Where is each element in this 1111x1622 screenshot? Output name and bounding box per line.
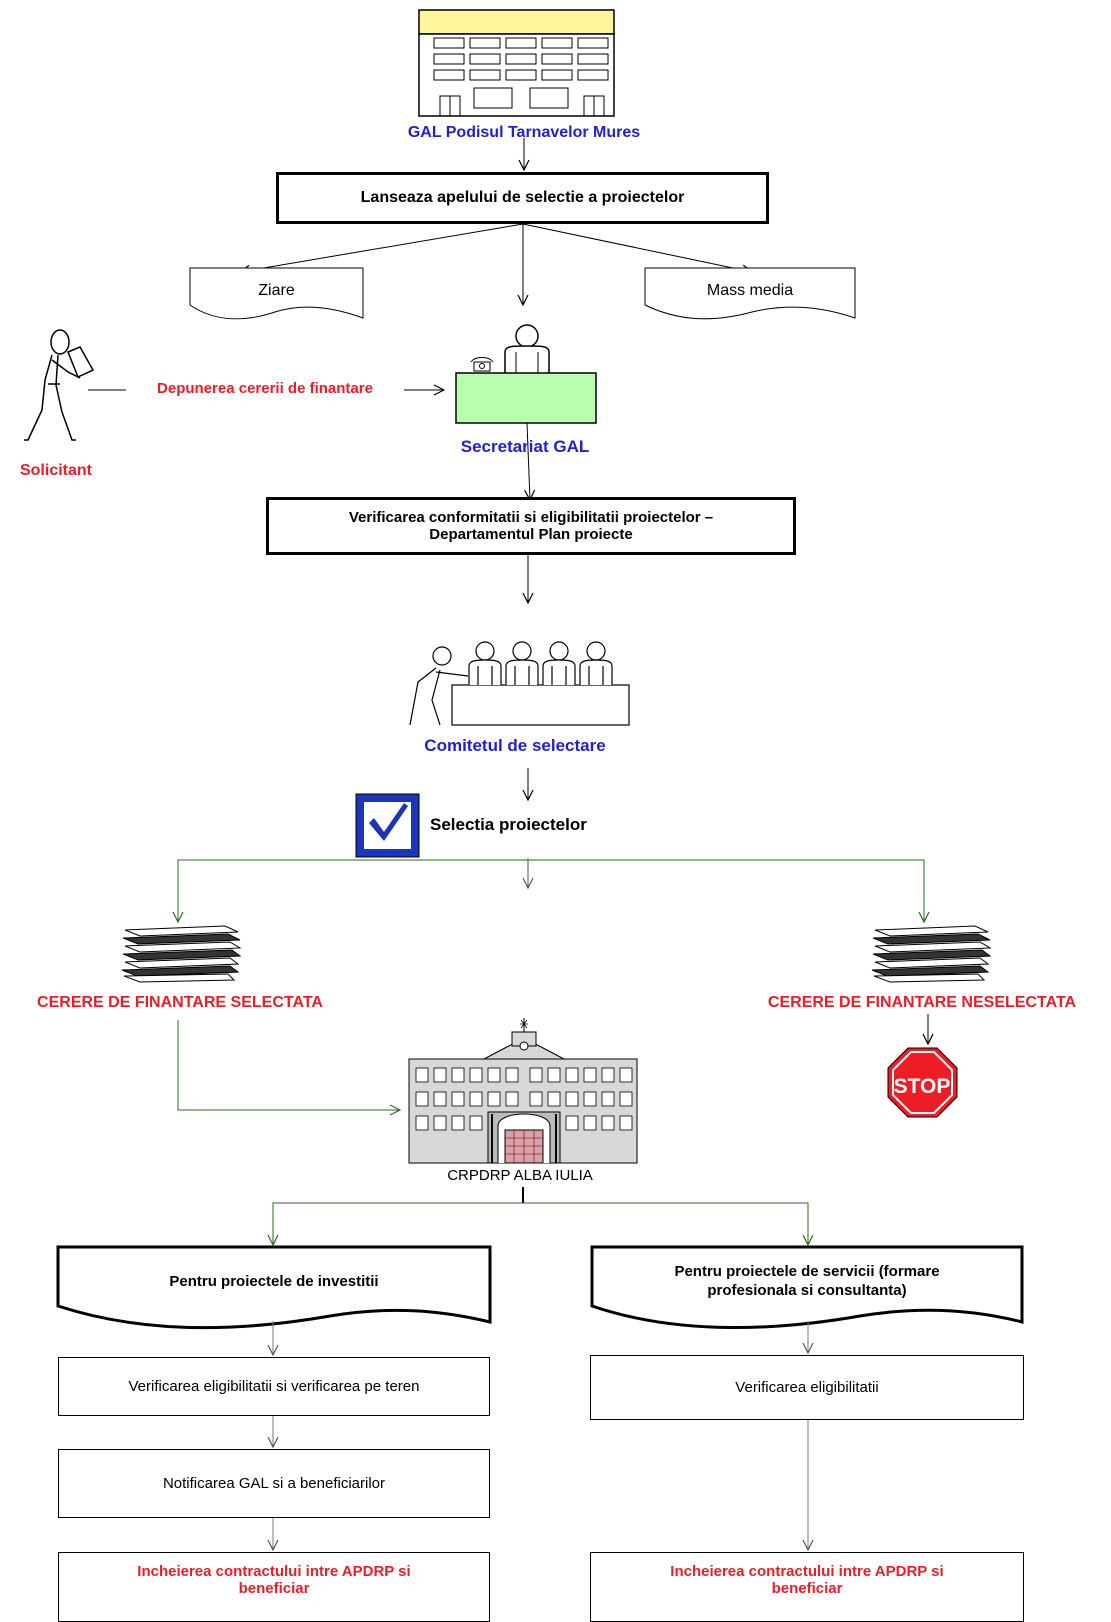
left-notification-box: Notificarea GAL si a beneficiarilor	[58, 1449, 490, 1518]
mass-media-document-shape	[644, 267, 856, 320]
right-contract-text-line2: beneficiar	[771, 1580, 843, 1597]
verification-text-line1: Verificarea conformitatii si eligibilita…	[348, 509, 714, 526]
crpdrp-label: CRPDRP ALBA IULIA	[447, 1167, 593, 1184]
gal-building-icon	[418, 9, 615, 117]
right-contract-text-line1: Incheierea contractului intre APDRP si	[670, 1563, 944, 1580]
mass-media-label: Mass media	[706, 282, 794, 299]
selected-to-crpdrp-connector	[177, 1020, 400, 1110]
verification-text-line2: Departamentul Plan proiecte	[429, 526, 633, 543]
fanout-connectors	[240, 223, 752, 305]
services-header-text-line1: Pentru proiectele de servicii (formare	[674, 1263, 940, 1280]
left-contract-box: Incheierea contractului intre APDRP si b…	[58, 1552, 490, 1622]
secretariat-desk-icon	[455, 324, 597, 424]
services-header-text-line2: profesionala si consultanta)	[707, 1282, 907, 1299]
submission-label: Depunerea cererii de finantare	[126, 380, 404, 397]
stop-sign-text: STOP	[894, 1075, 951, 1098]
left-eligibility-text: Verificarea eligibilitatii si verificare…	[128, 1378, 420, 1395]
launch-call-box: Lanseaza apelului de selectie a proiecte…	[276, 172, 769, 224]
selection-label: Selectia proiectelor	[430, 815, 587, 834]
left-contract-text-line2: beneficiar	[238, 1580, 310, 1597]
committee-label: Comitetul de selectare	[424, 736, 606, 755]
stop-sign-icon: STOP	[887, 1047, 958, 1118]
selection-split-connectors	[178, 858, 924, 922]
checkbox-checked-icon	[355, 793, 420, 858]
services-header-shape	[590, 1245, 1024, 1330]
selected-request-label: CERERE DE FINANTARE SELECTATA	[37, 994, 323, 1011]
right-contract-box: Incheierea contractului intre APDRP si b…	[590, 1552, 1024, 1622]
crpdrp-building-icon	[408, 1018, 638, 1164]
newspapers-label: Ziare	[258, 282, 295, 299]
left-eligibility-box: Verificarea eligibilitatii si verificare…	[58, 1357, 490, 1416]
left-notification-text: Notificarea GAL si a beneficiarilor	[162, 1475, 386, 1492]
investments-header-text: Pentru proiectele de investitii	[169, 1273, 379, 1290]
crpdrp-split-connectors	[273, 1187, 808, 1245]
verification-box: Verificarea conformitatii si eligibilita…	[266, 497, 796, 555]
left-contract-text-line1: Incheierea contractului intre APDRP si	[137, 1563, 411, 1580]
selected-paper-stack-icon	[121, 925, 242, 983]
right-eligibility-box: Verificarea eligibilitatii	[590, 1355, 1024, 1420]
rejected-paper-stack-icon	[871, 925, 992, 983]
applicant-label: Solicitant	[19, 462, 92, 479]
telephone-icon	[470, 357, 494, 372]
launch-call-text: Lanseaza apelului de selectie a proiecte…	[360, 189, 685, 206]
newspapers-document-shape	[189, 267, 364, 320]
investments-header-shape	[56, 1245, 492, 1330]
selection-committee-icon	[409, 641, 630, 726]
secretariat-label: Secretariat GAL	[460, 437, 590, 456]
not-selected-request-label: CERERE DE FINANTARE NESELECTATA	[767, 994, 1077, 1011]
right-eligibility-text: Verificarea eligibilitatii	[735, 1379, 879, 1396]
applicant-person-icon	[24, 329, 95, 441]
gal-name-label: GAL Podisul Tarnavelor Mures	[407, 124, 641, 141]
